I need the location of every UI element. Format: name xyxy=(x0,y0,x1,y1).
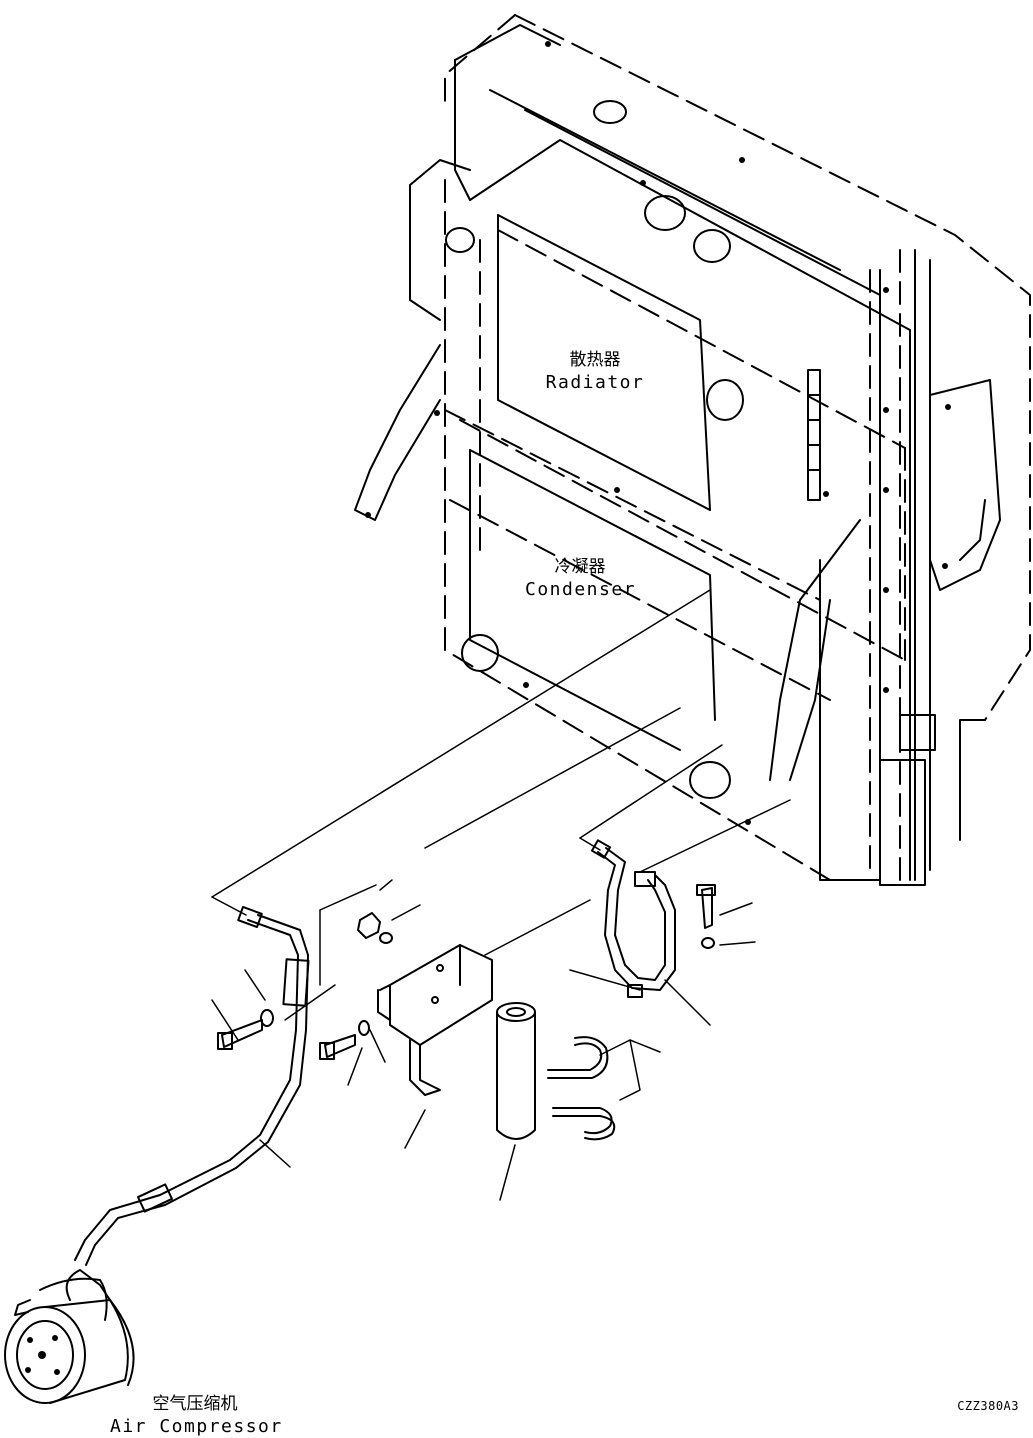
drawing-code: CZZ380A3 xyxy=(957,1399,1019,1413)
radiator-label-en: Radiator xyxy=(545,372,645,393)
receiver-dryer xyxy=(496,1002,536,1140)
refrigerant-hose-to-compressor xyxy=(74,906,310,1266)
refrigerant-hose-to-condenser xyxy=(590,839,676,998)
radiator-label: 散热器 Radiator xyxy=(545,349,645,395)
radiator-condenser-assembly xyxy=(354,14,1031,886)
dryer-bracket xyxy=(377,944,493,1096)
condenser-label: 冷凝器 Condenser xyxy=(525,556,635,602)
air-compressor-label-en: Air Compressor xyxy=(110,1416,283,1437)
condenser-label-en: Condenser xyxy=(525,579,637,600)
radiator-label-zh: 散热器 xyxy=(569,350,621,370)
fasteners xyxy=(217,884,716,1060)
air-compressor-label-zh: 空气压缩机 xyxy=(152,1394,238,1414)
air-compressor-label: 空气压缩机 Air Compressor xyxy=(110,1393,283,1438)
u-bolts xyxy=(547,1036,616,1141)
condenser-label-zh: 冷凝器 xyxy=(554,557,606,577)
air-compressor xyxy=(4,1269,135,1404)
